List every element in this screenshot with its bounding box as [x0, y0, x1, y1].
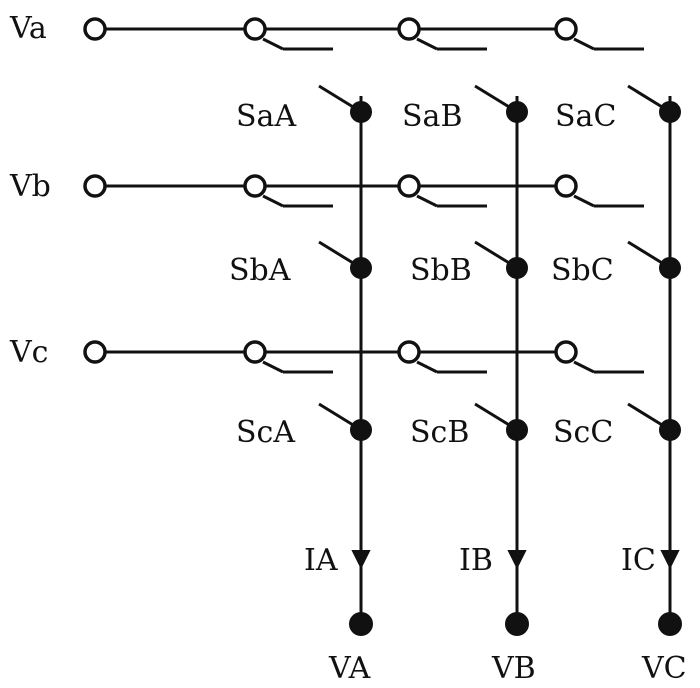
- switch-lever-sba: [318, 240, 359, 268]
- bus-tail-diag-vb-b: [416, 194, 438, 208]
- switch-node-scc: [659, 419, 681, 441]
- nodes-layer: [83, 17, 682, 636]
- switch-node-scb: [506, 419, 528, 441]
- wires-layer: [95, 27, 672, 624]
- switch-label-scc: ScC: [553, 415, 613, 450]
- bus-tail-diag-va-a: [262, 37, 284, 51]
- bus-tail-diag-vb-c: [573, 194, 595, 208]
- current-arrow-ia: [351, 550, 371, 570]
- bus-node-va-a: [243, 17, 267, 41]
- switch-lever-sbb: [474, 240, 515, 268]
- switch-lever-sca: [318, 402, 359, 430]
- switch-label-sac: SaC: [555, 99, 616, 134]
- switch-label-sab: SaB: [402, 99, 462, 134]
- output-terminal-va: [349, 612, 373, 636]
- bus-node-vb-b: [397, 174, 421, 198]
- switch-lever-sab: [474, 84, 515, 112]
- switch-lever-saa: [318, 84, 359, 112]
- switch-node-sab: [506, 101, 528, 123]
- bus-node-vb-c: [554, 174, 578, 198]
- input-label-vc: Vc: [9, 335, 48, 370]
- input-terminal-va: [83, 17, 107, 41]
- bus-tail-diag-vc-a: [262, 360, 284, 374]
- input-terminal-vb: [83, 174, 107, 198]
- output-label-vc: VC: [641, 651, 687, 686]
- switch-label-sba: SbA: [229, 253, 291, 288]
- switch-label-scb: ScB: [410, 415, 469, 450]
- bus-tail-diag-vb-a: [262, 194, 284, 208]
- current-label-ic: IC: [621, 543, 656, 578]
- current-label-ib: IB: [459, 543, 493, 578]
- switch-label-saa: SaA: [236, 99, 296, 134]
- switch-node-saa: [350, 101, 372, 123]
- switch-node-sba: [350, 257, 372, 279]
- bus-tail-diag-va-c: [573, 37, 595, 51]
- switch-lever-sac: [627, 84, 668, 112]
- switch-lever-sbc: [627, 240, 668, 268]
- input-terminal-vc: [83, 340, 107, 364]
- switch-lever-scc: [627, 402, 668, 430]
- bus-tail-diag-vc-b: [416, 360, 438, 374]
- switch-lever-scb: [474, 402, 515, 430]
- switch-label-sbc: SbC: [551, 253, 614, 288]
- bus-node-va-b: [397, 17, 421, 41]
- bus-node-vc-b: [397, 340, 421, 364]
- output-terminal-vb: [505, 612, 529, 636]
- switch-node-sca: [350, 419, 372, 441]
- bus-node-vc-a: [243, 340, 267, 364]
- current-arrow-ic: [660, 550, 680, 570]
- switch-node-sbc: [659, 257, 681, 279]
- bus-tail-diag-vc-c: [573, 360, 595, 374]
- output-label-vb: VB: [491, 651, 536, 686]
- bus-tail-diag-va-b: [416, 37, 438, 51]
- current-arrow-ib: [507, 550, 527, 570]
- current-label-ia: IA: [304, 543, 338, 578]
- switch-label-sbb: SbB: [410, 253, 472, 288]
- input-label-vb: Vb: [9, 169, 51, 204]
- bus-node-va-c: [554, 17, 578, 41]
- switch-node-sbb: [506, 257, 528, 279]
- bus-node-vc-c: [554, 340, 578, 364]
- input-label-va: Va: [9, 11, 47, 46]
- switch-label-sca: ScA: [236, 415, 295, 450]
- output-terminal-vc: [658, 612, 682, 636]
- bus-node-vb-a: [243, 174, 267, 198]
- output-label-va: VA: [328, 651, 371, 686]
- switch-node-sac: [659, 101, 681, 123]
